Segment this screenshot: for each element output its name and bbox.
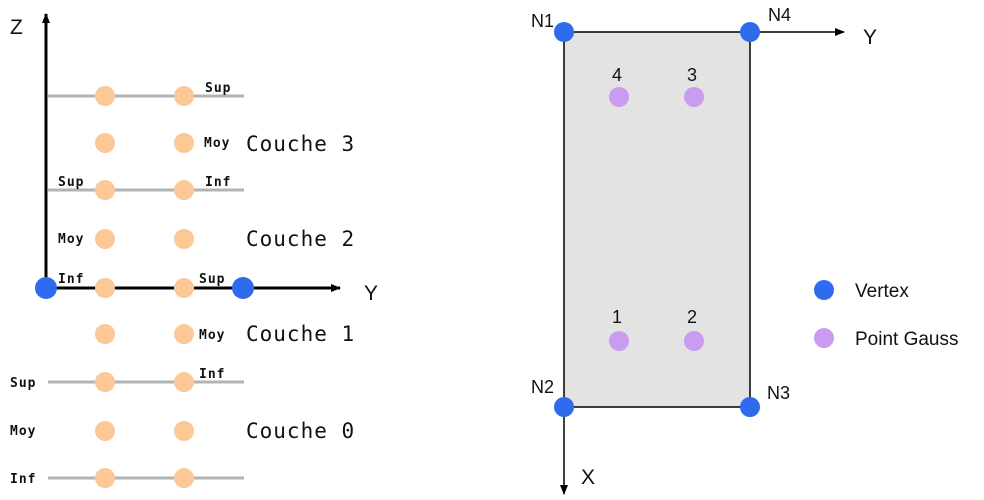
label-inf: Inf xyxy=(10,472,36,487)
layer-label-2: Couche 2 xyxy=(246,227,355,251)
label-moy: Moy xyxy=(199,328,225,343)
y-axis-right-label: Y xyxy=(863,26,877,49)
integration-point xyxy=(174,324,194,344)
quad-element xyxy=(563,31,751,408)
gauss-point-3 xyxy=(684,87,704,107)
integration-point xyxy=(174,278,194,298)
integration-point xyxy=(174,180,194,200)
legend: Vertex Point Gauss xyxy=(814,280,959,350)
node-n2 xyxy=(554,397,574,417)
integration-point xyxy=(95,278,115,298)
layer-label-0: Couche 0 xyxy=(246,419,355,443)
integration-point xyxy=(95,372,115,392)
integration-point xyxy=(174,86,194,106)
vertex-point xyxy=(35,277,57,299)
legend-gauss-label: Point Gauss xyxy=(855,329,959,350)
integration-point xyxy=(174,133,194,153)
layer-label-3: Couche 3 xyxy=(246,132,355,156)
layer-diagram: Z Y Sup Moy Sup Inf Moy Inf Sup Moy xyxy=(10,13,378,488)
node-n1 xyxy=(554,22,574,42)
integration-point xyxy=(95,421,115,441)
integration-point xyxy=(174,421,194,441)
integration-point xyxy=(95,133,115,153)
integration-point xyxy=(95,180,115,200)
legend-gauss-swatch xyxy=(814,328,834,348)
node-label-n4: N4 xyxy=(768,5,791,25)
node-label-n1: N1 xyxy=(531,11,554,31)
integration-point xyxy=(95,86,115,106)
x-axis-label: X xyxy=(581,466,595,489)
y-axis-left-label: Y xyxy=(364,282,378,305)
label-sup: Sup xyxy=(205,81,231,96)
node-n3 xyxy=(740,397,760,417)
gauss-label-1: 1 xyxy=(612,307,622,327)
label-inf: Inf xyxy=(205,175,231,190)
gauss-point-4 xyxy=(609,87,629,107)
integration-point xyxy=(174,229,194,249)
legend-vertex-swatch xyxy=(814,280,834,300)
label-moy: Moy xyxy=(204,136,230,151)
layer-label-1: Couche 1 xyxy=(246,322,355,346)
integration-point xyxy=(174,468,194,488)
z-axis-label: Z xyxy=(10,16,23,39)
node-n4 xyxy=(740,22,760,42)
label-moy: Moy xyxy=(58,232,84,247)
label-moy: Moy xyxy=(10,424,36,439)
vertex-point xyxy=(232,277,254,299)
integration-point xyxy=(95,324,115,344)
gauss-point-2 xyxy=(684,331,704,351)
legend-vertex-label: Vertex xyxy=(855,281,909,302)
integration-point xyxy=(95,229,115,249)
label-inf: Inf xyxy=(58,272,84,287)
node-label-n2: N2 xyxy=(531,377,554,397)
gauss-label-4: 4 xyxy=(612,65,622,85)
label-sup: Sup xyxy=(58,175,84,190)
gauss-point-1 xyxy=(609,331,629,351)
node-label-n3: N3 xyxy=(767,383,790,403)
integration-point xyxy=(95,468,115,488)
gauss-label-2: 2 xyxy=(687,307,697,327)
label-sup: Sup xyxy=(10,376,36,391)
integration-point xyxy=(174,372,194,392)
label-sup: Sup xyxy=(199,272,225,287)
label-inf: Inf xyxy=(199,367,225,382)
element-diagram: Y X 4 3 1 2 N1 N4 N2 N3 xyxy=(531,5,877,495)
gauss-label-3: 3 xyxy=(687,65,697,85)
